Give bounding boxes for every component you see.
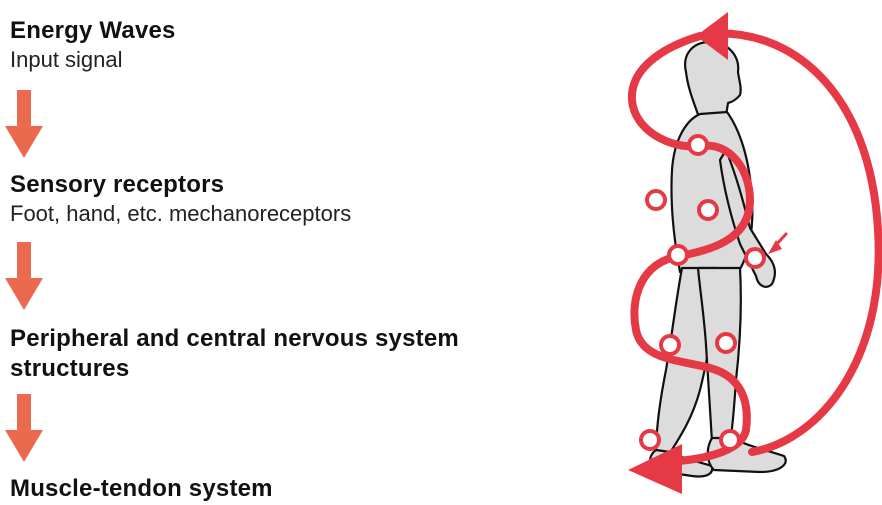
circle-marker-icon [699, 201, 717, 219]
circle-marker-icon [721, 431, 739, 449]
step-subtitle: Foot, hand, etc. mechanoreceptors [10, 200, 351, 228]
step-title: Peripheral and central nervous system st… [10, 324, 550, 384]
step-subtitle: Input signal [10, 46, 176, 74]
down-arrow-icon [5, 394, 43, 462]
down-arrow-icon [5, 90, 43, 158]
step-muscle-tendon: Muscle-tendon system [10, 474, 273, 504]
step-nervous-system: Peripheral and central nervous system st… [10, 324, 550, 384]
walking-figure-diagram [600, 0, 882, 505]
circle-marker-icon [647, 191, 665, 209]
circle-marker-icon [689, 136, 707, 154]
step-energy-waves: Energy Waves Input signal [10, 16, 176, 74]
small-arrow-icon [768, 234, 786, 254]
circle-marker-icon [641, 431, 659, 449]
step-sensory-receptors: Sensory receptors Foot, hand, etc. mecha… [10, 170, 351, 228]
circle-marker-icon [717, 334, 735, 352]
step-title: Sensory receptors [10, 170, 351, 200]
circle-marker-icon [661, 336, 679, 354]
circle-marker-icon [746, 249, 764, 267]
step-title: Energy Waves [10, 16, 176, 46]
circle-marker-icon [669, 246, 687, 264]
step-title: Muscle-tendon system [10, 474, 273, 504]
down-arrow-icon [5, 242, 43, 310]
